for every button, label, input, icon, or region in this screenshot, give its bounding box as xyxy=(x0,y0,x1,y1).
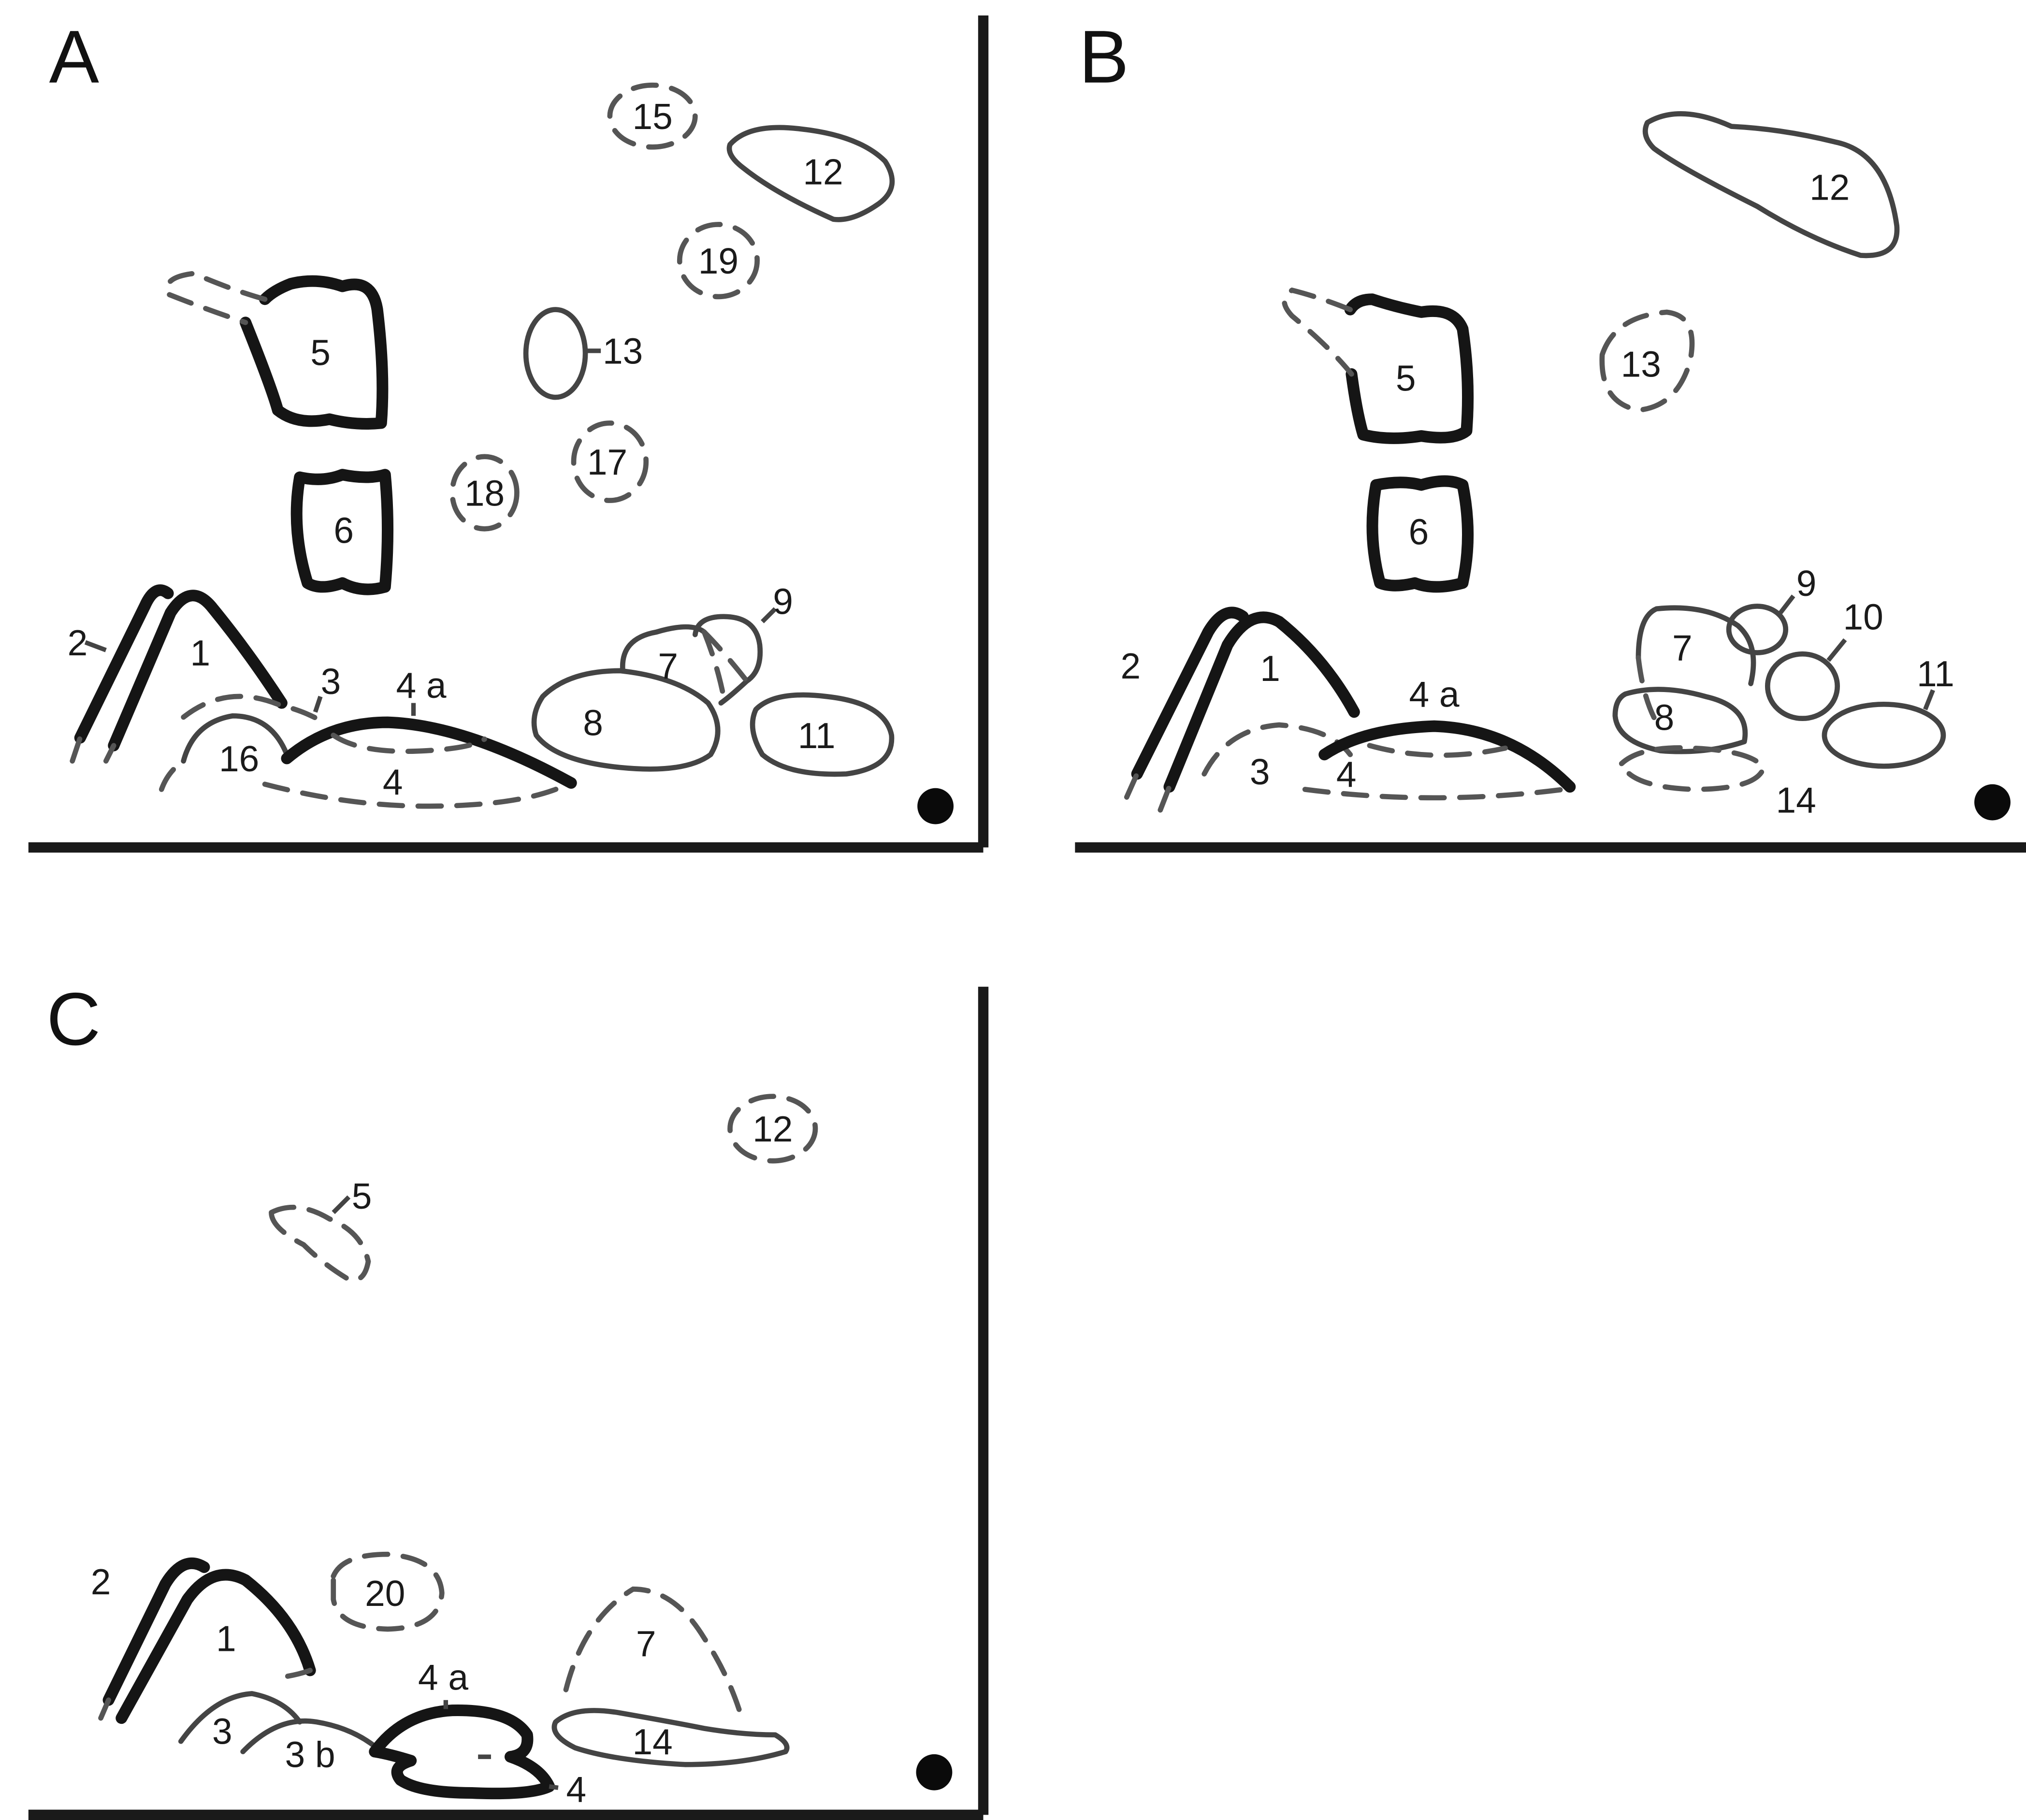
panel-b-label-9: 9 xyxy=(1796,563,1817,604)
panel-a-label-11: 11 xyxy=(798,715,836,756)
panel-b-structure-2-dashed xyxy=(1127,774,1137,797)
panel-b-label-12: 12 xyxy=(1809,167,1850,208)
panel-b-marker-dot xyxy=(1974,784,2011,821)
panel-b-label-4a: 4 a xyxy=(1409,674,1460,715)
panel-a-structure-9-dashed xyxy=(704,632,747,681)
panel-a-label-8: 8 xyxy=(583,702,603,743)
panel-b-label-7: 7 xyxy=(1672,628,1693,668)
panel-b-structure-8 xyxy=(1615,689,1745,751)
panel-c-structure-3 xyxy=(181,1693,300,1741)
panel-b-structure-9 xyxy=(1729,606,1786,652)
panel-c-marker-dot xyxy=(916,1754,952,1791)
panel-b-label-13: 13 xyxy=(1621,344,1661,384)
panel-b-label-11: 11 xyxy=(1917,653,1954,694)
panel-a-label-9: 9 xyxy=(773,581,793,622)
panel-c-structure-1-dashed xyxy=(284,1670,310,1676)
panel-c-structure-2-dashed xyxy=(101,1700,109,1718)
panel-c-structure-2 xyxy=(109,1563,204,1700)
panel-c-structure-5 xyxy=(271,1207,368,1280)
panel-b-structure-11 xyxy=(1824,704,1943,766)
panel-c-label-3b: 3 b xyxy=(285,1734,335,1775)
panel-a-label-5: 5 xyxy=(310,332,331,373)
panel-a-structure-16-dashed xyxy=(161,761,183,790)
panel-a-label-17: 17 xyxy=(587,442,627,482)
panel-a-label-15: 15 xyxy=(632,96,672,137)
panel-a-marker-dot xyxy=(917,788,954,824)
panel-c-label-20: 20 xyxy=(365,1573,405,1614)
panel-a-structure-1-dashed-end xyxy=(106,746,114,761)
panel-a-letter: A xyxy=(49,15,100,99)
panel-c: C 1 2 3 3 b 4 4 a xyxy=(29,977,984,1815)
panel-a-structure-8 xyxy=(534,671,718,769)
panel-a-structure-13 xyxy=(526,310,585,397)
panel-a-label-2: 2 xyxy=(68,622,88,663)
panel-b-label-14: 14 xyxy=(1776,780,1816,821)
panel-c-label-5: 5 xyxy=(352,1176,372,1216)
panel-b-label-10: 10 xyxy=(1843,597,1883,637)
panel-c-structure-4a xyxy=(375,1710,549,1793)
panel-b-label-5: 5 xyxy=(1396,358,1416,399)
panel-a-label-1: 1 xyxy=(190,633,211,673)
panel-c-label-2: 2 xyxy=(91,1561,111,1602)
panel-b-leader-9 xyxy=(1780,596,1794,613)
panel-a-leader-2 xyxy=(85,642,106,650)
panel-b-structure-14 xyxy=(1621,748,1764,789)
panel-c-label-12: 12 xyxy=(753,1109,793,1149)
panel-a-label-7: 7 xyxy=(658,646,678,686)
panel-a-label-4: 4 xyxy=(383,762,403,802)
panel-b-label-8: 8 xyxy=(1654,697,1675,738)
panel-c-leader-4 xyxy=(549,1787,558,1788)
panel-b: B xyxy=(1075,15,2026,848)
panel-b-leader-10 xyxy=(1828,640,1845,661)
panel-c-letter: C xyxy=(46,977,101,1061)
panel-a-label-13: 13 xyxy=(603,331,643,372)
panel-a-structure-2-dashed-end xyxy=(72,738,80,761)
panel-a-label-18: 18 xyxy=(464,473,505,513)
panel-c-label-4: 4 xyxy=(566,1769,587,1810)
panel-a-label-4a: 4 a xyxy=(396,665,447,706)
panel-b-structure-5-dashed xyxy=(1284,290,1351,374)
panel-a-label-3: 3 xyxy=(321,661,341,702)
panel-b-structure-12 xyxy=(1645,114,1897,256)
panel-c-label-3: 3 xyxy=(212,1711,232,1752)
panel-a: A xyxy=(29,15,984,848)
panel-b-label-6: 6 xyxy=(1409,511,1429,552)
panel-a-leader-3 xyxy=(315,696,320,712)
panel-c-label-7: 7 xyxy=(636,1623,656,1664)
panel-b-label-1: 1 xyxy=(1260,648,1280,689)
panel-b-label-4: 4 xyxy=(1336,754,1357,794)
panel-b-structure-4a-dashed xyxy=(1370,746,1505,755)
panel-a-label-16: 16 xyxy=(219,738,259,779)
panel-a-structure-5-dashed xyxy=(167,274,265,322)
panel-c-leader-5 xyxy=(333,1197,349,1213)
panel-a-label-12: 12 xyxy=(803,152,843,192)
panel-a-structure-4 xyxy=(265,784,562,806)
panel-a-label-6: 6 xyxy=(333,510,354,551)
panel-c-label-14: 14 xyxy=(632,1721,672,1762)
panel-b-structure-10 xyxy=(1767,654,1837,718)
panel-b-letter: B xyxy=(1079,15,1129,99)
panel-b-label-3: 3 xyxy=(1250,751,1270,792)
panel-c-label-1: 1 xyxy=(216,1618,236,1659)
panel-a-label-19: 19 xyxy=(698,241,738,281)
panel-b-label-2: 2 xyxy=(1120,646,1141,686)
panel-c-label-4a: 4 a xyxy=(418,1657,468,1697)
